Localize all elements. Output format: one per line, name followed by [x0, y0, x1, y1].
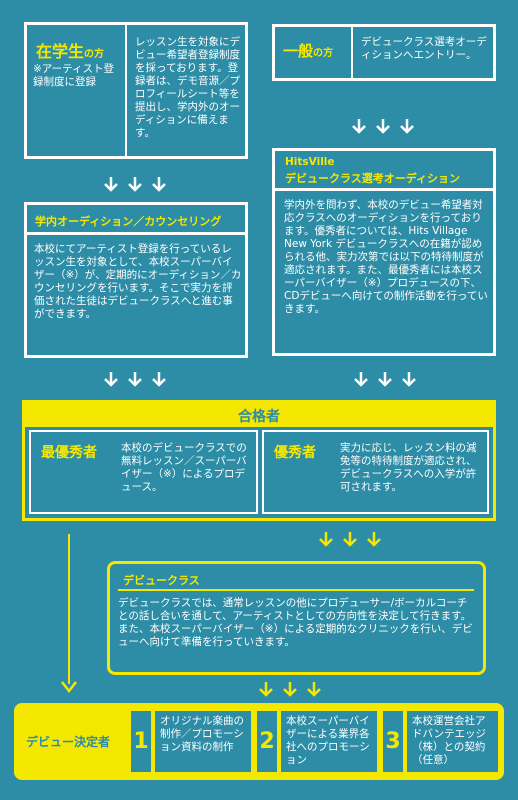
chevron-down-icon: [152, 372, 166, 387]
chevron-down-icon: [128, 372, 142, 387]
best-performer-label: 最優秀者: [41, 445, 97, 461]
internal-audition-header: 学内オーディション／カウンセリング: [27, 205, 245, 235]
debut-decided-label: デビュー決定者: [26, 735, 111, 749]
chevron-down-icon: [376, 119, 390, 134]
chevron-down-icon: [104, 372, 118, 387]
passed-box: 合格者 最優秀者 本校のデビュークラスでの無料レッスン／スーパーバイザー（※）に…: [22, 400, 496, 521]
passed-header: 合格者: [25, 403, 493, 427]
debut-class-desc: デビュークラスでは、通常レッスンの他にプロデューサー/ボーカルコーチとの話し合い…: [118, 589, 474, 649]
chevron-down-icon: [319, 532, 333, 547]
student-desc: レッスン生を対象にデビュー希望者登録制度を採っております。登録者は、デモ音源／プ…: [135, 36, 240, 139]
hitsville-audition-box: HitsVille デビュークラス選考オーディション 学内外を問わず、本校のデビ…: [272, 148, 496, 356]
step-text-3: 本校運営会社アドバンテエッジ（株）との契約（任意）: [407, 711, 498, 772]
step-number-3: 3: [383, 711, 403, 772]
hitsville-header: HitsVille デビュークラス選考オーディション: [275, 151, 493, 191]
hitsville-title: デビュークラス選考オーディション: [285, 172, 461, 185]
step-text-1: オリジナル楽曲の制作／プロモーション資料の制作: [155, 711, 251, 772]
chevron-down-icon: [259, 682, 273, 697]
chevron-down-icon: [378, 372, 392, 387]
arrow-group-right-1: [351, 118, 415, 134]
student-title-suffix: の方: [84, 49, 105, 60]
chevron-down-icon: [152, 177, 166, 192]
excellent-performer-desc: 実力に応じ、レッスン料の減免等の特待制度が適応され、デビュークラスへの入学が許可…: [340, 442, 477, 493]
internal-audition-desc: 本校にてアーティスト登録を行っているレッスン生を対象として、本校スーパーバイザー…: [34, 243, 242, 320]
chevron-down-icon: [400, 119, 414, 134]
best-performer-panel: 最優秀者 本校のデビュークラスでの無料レッスン／スーパーバイザー（※）によるプロ…: [29, 430, 258, 514]
arrow-group-debut-class: [318, 531, 382, 547]
general-title-suffix: の方: [313, 48, 334, 59]
step-text-2: 本校スーパーバイザーによる業界各社へのプロモーション: [281, 711, 377, 772]
chevron-down-icon: [283, 682, 297, 697]
debut-class-title: デビュークラス: [123, 574, 200, 587]
divider: [351, 27, 353, 78]
excellent-performer-label: 優秀者: [274, 445, 316, 461]
general-box: 一般の方 デビュークラス選考オーディションへエントリー。: [272, 24, 496, 81]
chevron-down-icon: [104, 177, 118, 192]
student-title: 在学生の方: [36, 38, 104, 62]
internal-audition-box: 学内オーディション／カウンセリング 本校にてアーティスト登録を行っているレッスン…: [24, 202, 248, 358]
hitsville-title-brand: HitsVille: [285, 156, 335, 168]
general-title-text: 一般: [283, 42, 314, 60]
chevron-down-icon: [307, 682, 321, 697]
chevron-down-icon: [128, 177, 142, 192]
arrow-down-icon: [61, 681, 77, 694]
chevron-down-icon: [352, 119, 366, 134]
student-box: 在学生の方 ※アーティスト登録制度に登録 レッスン生を対象にデビュー希望者登録制…: [24, 22, 248, 159]
passed-title: 合格者: [238, 409, 280, 425]
arrow-group-left-2: [103, 371, 167, 387]
debut-decided-box: デビュー決定者 1 オリジナル楽曲の制作／プロモーション資料の制作 2 本校スー…: [14, 703, 504, 780]
general-desc: デビュークラス選考オーディションへエントリー。: [361, 36, 487, 61]
long-arrow-line: [68, 534, 70, 684]
chevron-down-icon: [354, 372, 368, 387]
best-performer-desc: 本校のデビュークラスでの無料レッスン／スーパーバイザー（※）によるプロデュース。: [121, 442, 247, 493]
internal-audition-title: 学内オーディション／カウンセリング: [35, 215, 222, 228]
debut-class-box: デビュークラス デビュークラスでは、通常レッスンの他にプロデューサー/ボーカルコ…: [107, 561, 486, 675]
arrow-group-right-2: [353, 371, 417, 387]
step-number-2: 2: [257, 711, 277, 772]
student-note: ※アーティスト登録制度に登録: [33, 63, 115, 88]
student-title-text: 在学生: [36, 42, 85, 61]
arrow-group-decided: [258, 681, 322, 697]
excellent-performer-panel: 優秀者 実力に応じ、レッスン料の減免等の特待制度が適応され、デビュークラスへの入…: [262, 430, 489, 514]
chevron-down-icon: [402, 372, 416, 387]
chevron-down-icon: [367, 532, 381, 547]
general-title: 一般の方: [283, 40, 333, 61]
step-number-1: 1: [131, 711, 151, 772]
hitsville-desc: 学内外を問わず、本校のデビュー希望者対応クラスへのオーディションを行っております…: [284, 199, 488, 315]
chevron-down-icon: [343, 532, 357, 547]
divider: [125, 25, 127, 156]
arrow-group-left-1: [103, 176, 167, 192]
